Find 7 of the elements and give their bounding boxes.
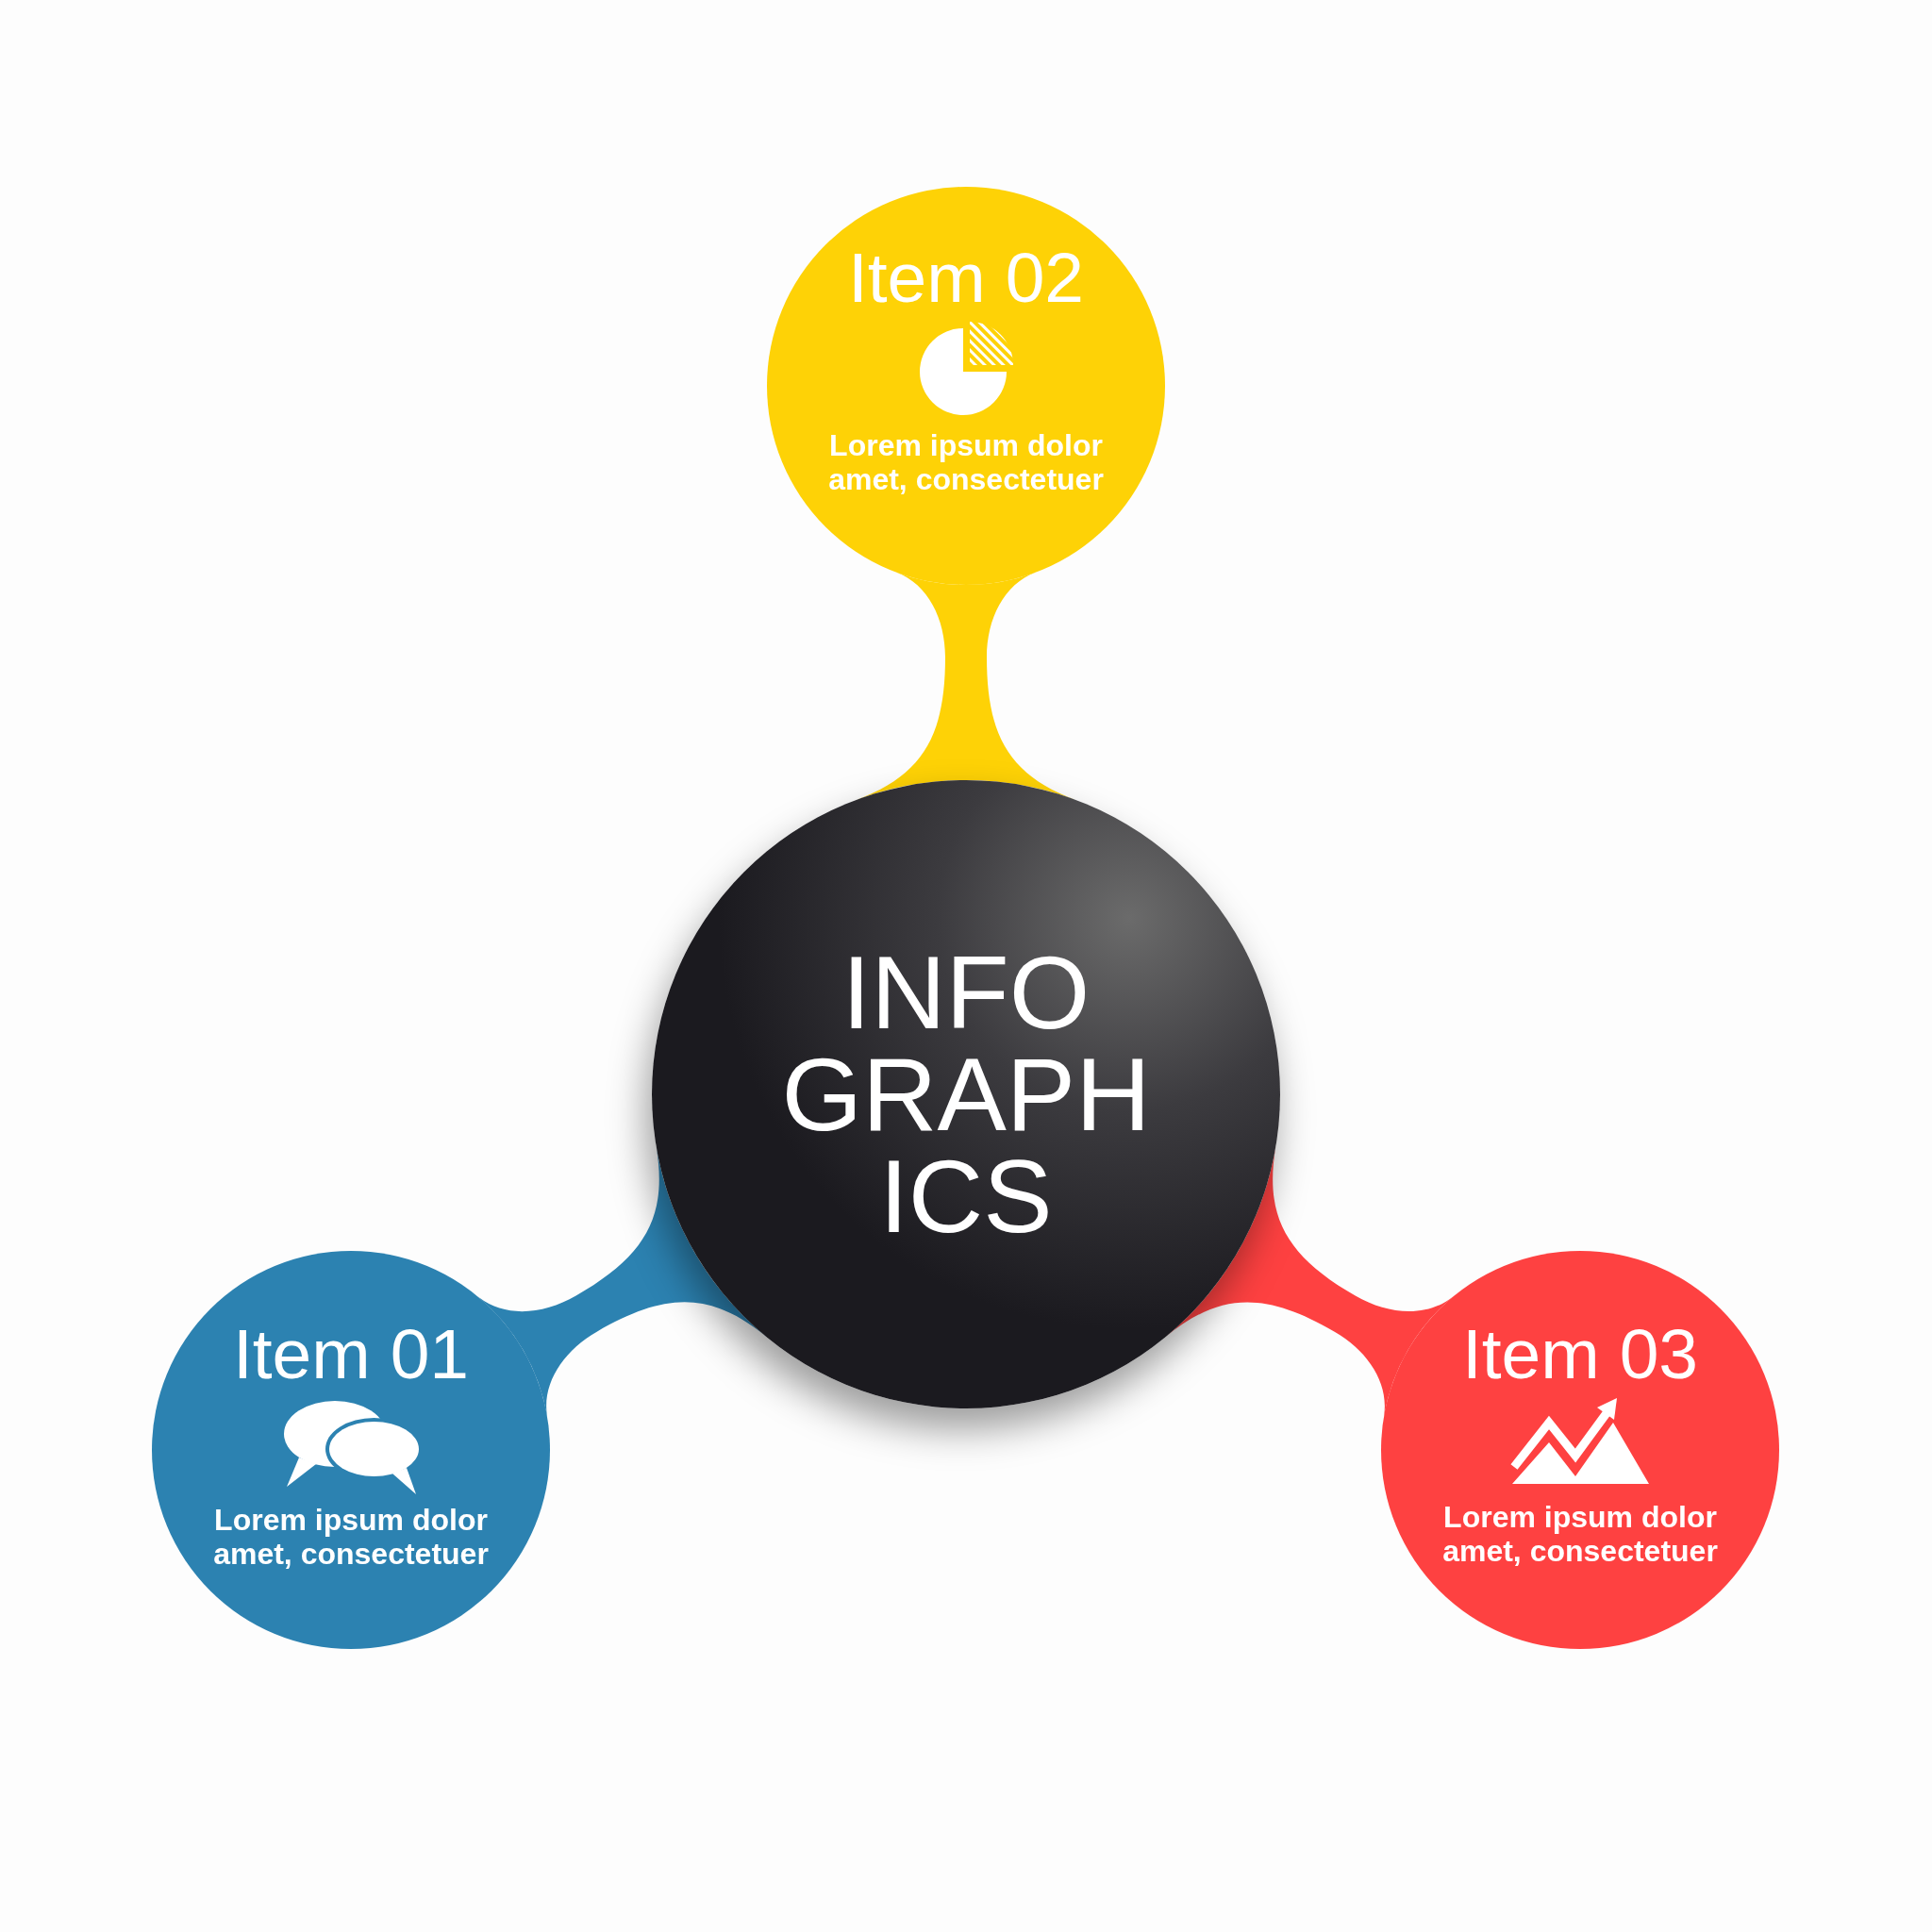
item-title: Item 02 [847,242,1085,313]
description-text: Lorem ipsum dolor amet, consectetuer [212,1503,490,1571]
item-title: Item 03 [1461,1319,1699,1390]
item-title: Item 01 [232,1319,470,1390]
description-text: Lorem ipsum dolor amet, consectetuer [827,428,1105,496]
center-title: INFO GRAPH ICS [780,941,1152,1247]
description-text: Lorem ipsum dolor amet, consectetuer [1441,1500,1719,1568]
